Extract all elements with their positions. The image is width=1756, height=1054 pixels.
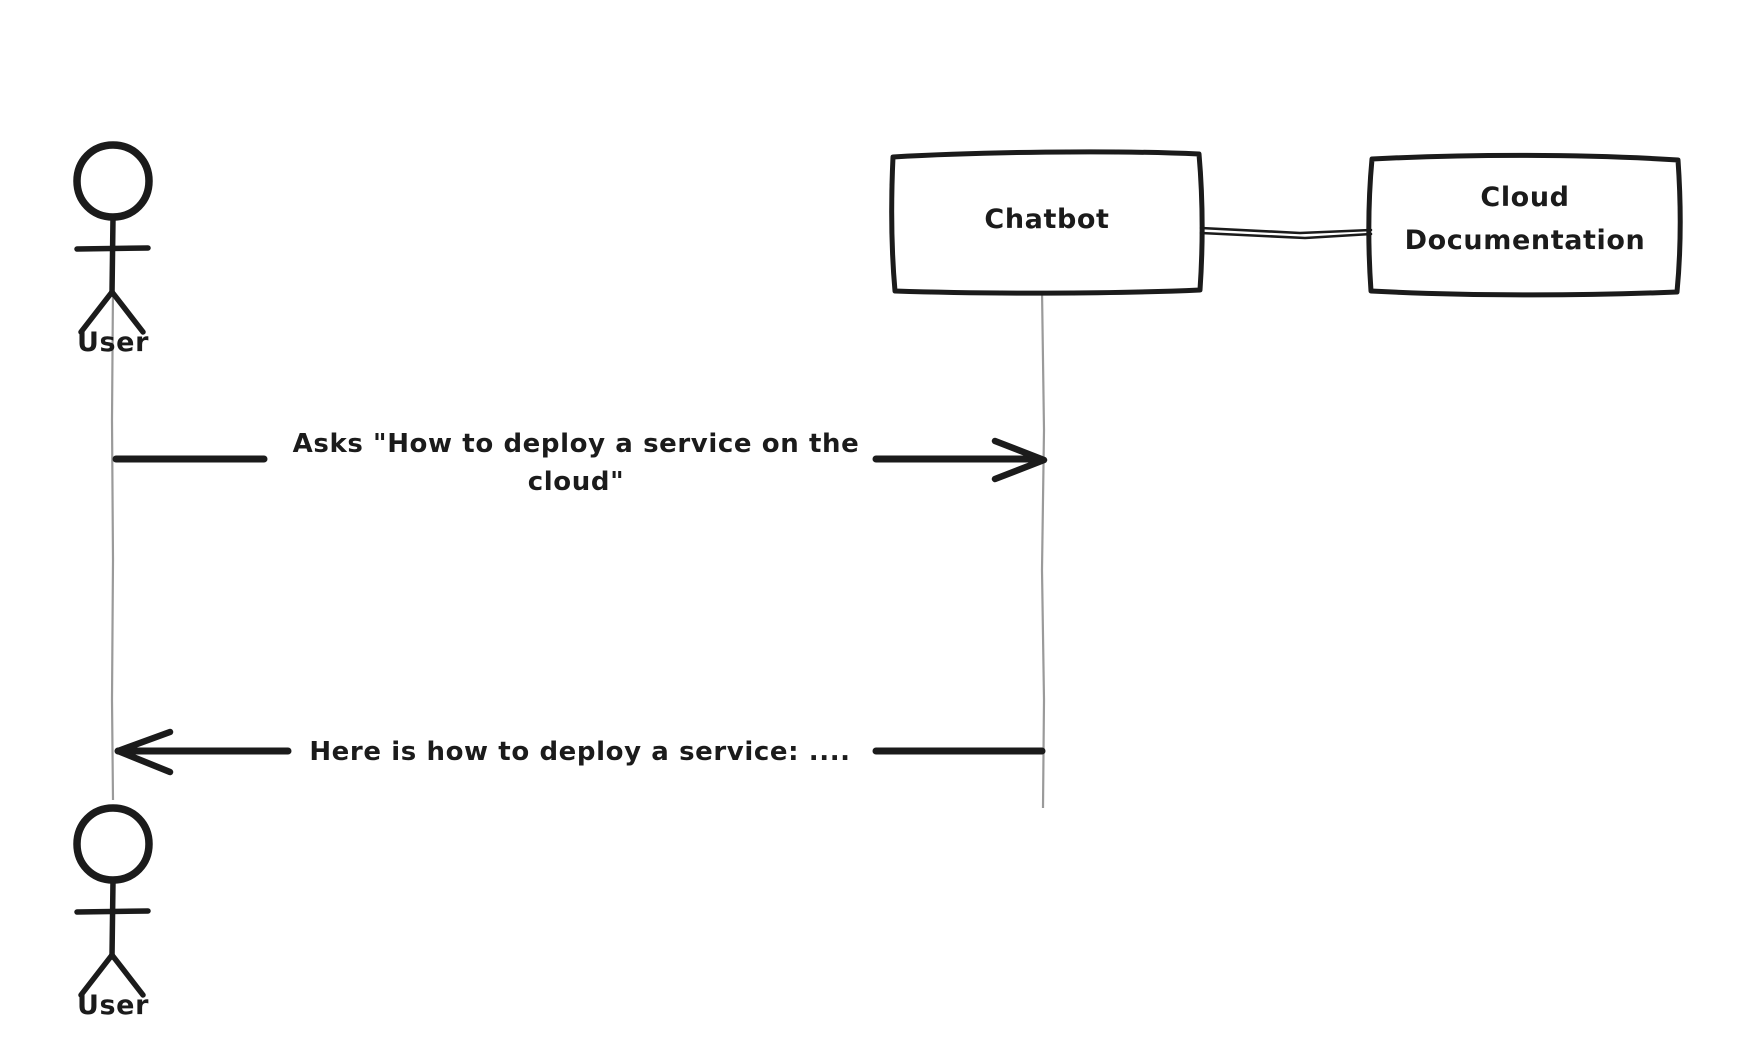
message-1-arrow — [112, 437, 1048, 483]
node-cloud-documentation[interactable]: Cloud Documentation — [1366, 152, 1683, 298]
lifeline-user — [110, 287, 115, 801]
lifeline-chatbot — [1040, 289, 1046, 809]
node-chatbot-label: Chatbot — [984, 204, 1109, 235]
message-2-label-line1: Here is how to deploy a service: .... — [309, 737, 850, 767]
actor-user-top[interactable]: User — [73, 141, 153, 358]
message-2-arrow — [114, 728, 1046, 776]
actor-user-bottom-label: User — [77, 990, 149, 1021]
node-chatbot[interactable]: Chatbot — [889, 149, 1205, 296]
message-2-label: Here is how to deploy a service: .... — [309, 737, 850, 767]
actor-user-bottom[interactable]: User — [73, 804, 153, 1021]
message-1-label-line2: cloud" — [528, 467, 624, 497]
node-cloud-documentation-label-line2: Documentation — [1405, 225, 1646, 256]
message-1-label-line1: Asks "How to deploy a service on the — [293, 429, 860, 459]
link-chatbot-cloud-documentation — [1199, 226, 1373, 240]
message-1-label: Asks "How to deploy a service on the clo… — [293, 429, 860, 497]
actor-user-top-label: User — [77, 327, 149, 358]
node-cloud-documentation-label-line1: Cloud — [1480, 182, 1569, 213]
